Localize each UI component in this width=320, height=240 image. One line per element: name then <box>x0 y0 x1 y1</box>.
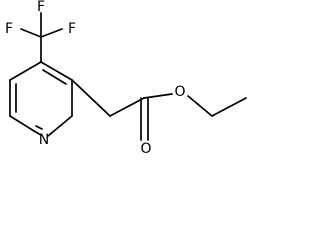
bond-ring-c3-c2-right <box>40 61 73 81</box>
bonds <box>9 12 247 141</box>
bond-ring-c6-n-inner <box>35 125 43 130</box>
fluorine-left-label: F <box>5 21 13 37</box>
carbonyl-oxygen-label: O <box>140 141 151 157</box>
fluorine-right-label: F <box>68 21 76 37</box>
bond-ester-o-ch2 <box>187 95 213 117</box>
atom-labels: F F F O O N <box>5 0 186 157</box>
ring-nitrogen-label: N <box>39 132 49 148</box>
fluorine-top-label: F <box>37 0 45 15</box>
bond-ch2-carbonyl <box>109 97 145 117</box>
chemical-structure-diagram: F F F O O N <box>5 0 247 157</box>
bond-cf3-f-left <box>20 28 42 38</box>
bond-ring-n-c2 <box>47 115 73 137</box>
bond-cf3-f-right <box>40 28 63 38</box>
bond-ring-c5-c6 <box>9 115 35 132</box>
bond-carbonyl-ester-o <box>143 93 173 99</box>
bond-ring-c3-inner <box>42 69 67 85</box>
bond-ring-c3-c4 <box>9 61 42 81</box>
bond-ring-c6-n <box>33 130 42 136</box>
bond-ring-ch2 <box>71 79 111 117</box>
ester-oxygen-label: O <box>174 84 185 100</box>
bond-ethyl-ch3 <box>211 97 247 117</box>
